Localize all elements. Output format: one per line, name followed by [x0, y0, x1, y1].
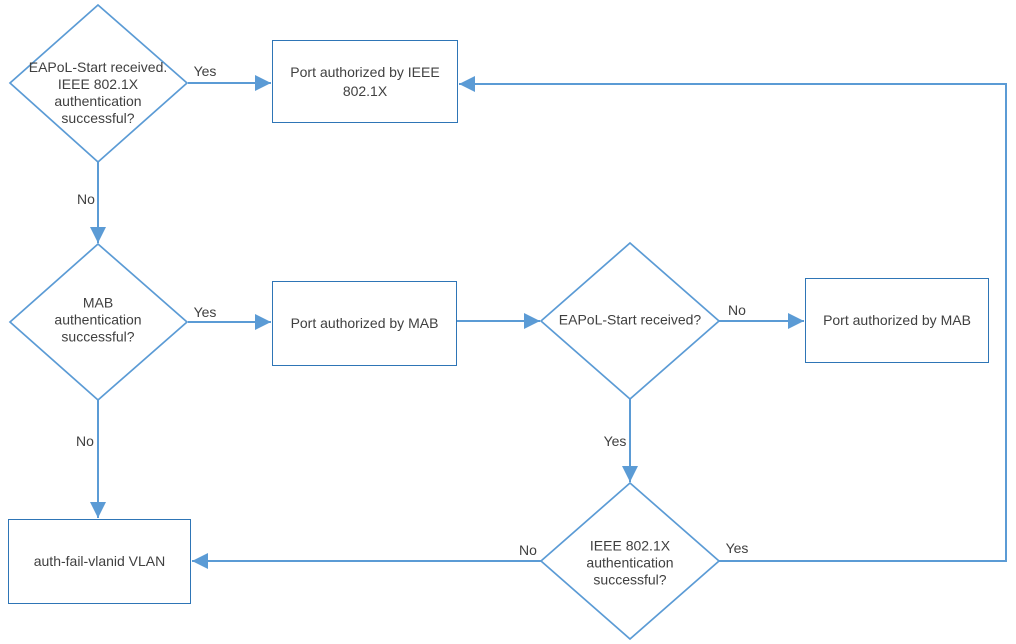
label-line: successful?: [593, 571, 667, 588]
label-line: Port authorized by MAB: [823, 312, 971, 328]
label-line: authentication: [54, 93, 142, 109]
label-line: successful?: [61, 110, 135, 126]
edge-label-d1-no: No: [77, 191, 95, 207]
label-line: Port authorized by MAB: [290, 315, 439, 331]
edge-label-d4-no: No: [519, 542, 537, 558]
label-line: IEEE 802.1X: [589, 537, 671, 554]
label-line: authentication: [586, 554, 674, 571]
label-line: 802.1X: [342, 82, 388, 99]
edge-label-d3-yes: Yes: [603, 433, 627, 449]
label-line: IEEE 802.1X: [57, 76, 139, 92]
edge-label-d2-yes: Yes: [193, 304, 217, 320]
decision-8021x-auth-label: IEEE 802.1X authentication successful?: [586, 538, 673, 589]
decision-eapol-start-label: EAPoL-Start received?: [559, 312, 701, 329]
process-port-authorized-mab-2: Port authorized by MAB: [805, 278, 989, 363]
label-line: Port authorized by IEEE: [290, 63, 440, 80]
label-line: EAPoL-Start received.: [28, 59, 168, 75]
process-port-authorized-mab-1: Port authorized by MAB: [272, 281, 457, 366]
label-line: successful?: [61, 328, 135, 345]
edge-label-d4-yes: Yes: [725, 540, 749, 556]
label-line: authentication: [54, 311, 142, 328]
decision-mab-auth-label: MAB authentication successful?: [54, 295, 141, 346]
edge-label-d3-no: No: [728, 302, 746, 318]
process-port-authorized-8021x: Port authorized by IEEE 802.1X: [272, 40, 458, 123]
label-line: EAPoL-Start received?: [558, 311, 702, 328]
label-line: MAB: [82, 294, 114, 311]
edge-label-d1-yes: Yes: [193, 63, 217, 79]
decision-8021x-auth-diamond: [539, 481, 721, 641]
process-auth-fail-vlan: auth-fail-vlanid VLAN: [8, 519, 191, 604]
connector-d4-yes-loop-to-b1: [459, 76, 1007, 562]
edge-label-d2-no: No: [76, 433, 94, 449]
label-line: auth-fail-vlanid VLAN: [33, 553, 166, 569]
decision-eapol-start-8021x-label: EAPoL-Start received. IEEE 802.1X authen…: [29, 59, 168, 127]
